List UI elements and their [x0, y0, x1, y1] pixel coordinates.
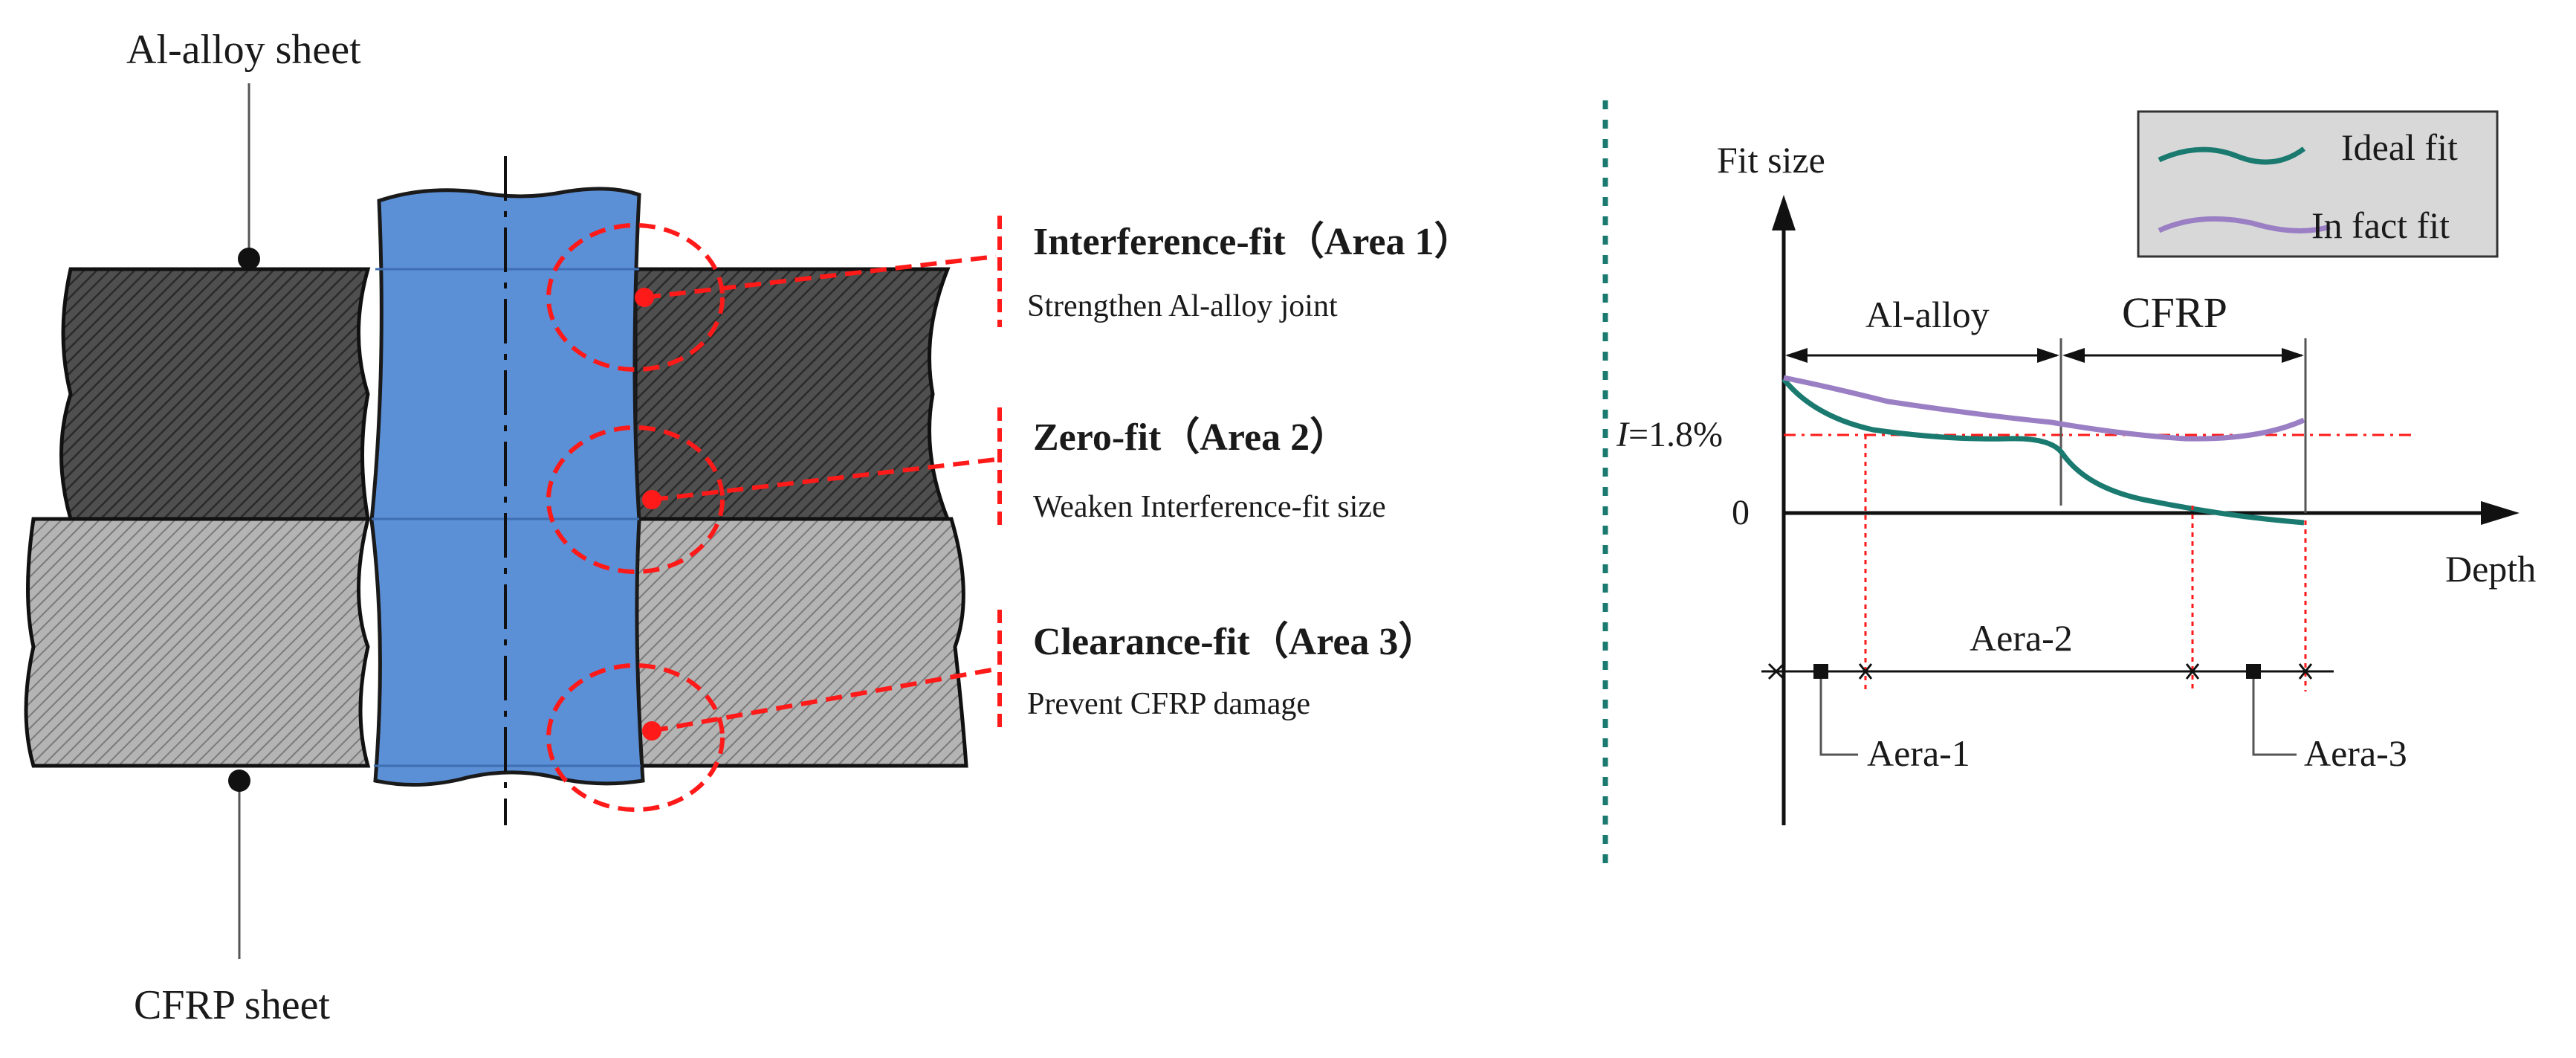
area-1-leader	[644, 254, 997, 300]
legend-actual-swatch	[2158, 216, 2331, 233]
actual-fit-curve	[1783, 375, 2305, 442]
region-al-arrow-left	[1785, 348, 1808, 363]
threshold-label: I=1.8%	[1616, 415, 1723, 454]
cfrp-sheet-label: CFRP sheet	[134, 982, 330, 1028]
chart-y-label: Fit size	[1717, 139, 1825, 181]
region-al-label: Al-alloy	[1865, 294, 1990, 335]
cfrp-sheet-left	[24, 517, 371, 768]
al-alloy-sheet-left	[59, 267, 371, 521]
region-al-arrow-right	[2037, 348, 2059, 363]
area-1-ellipse	[546, 223, 725, 372]
area-1-label: Aera-1	[1867, 732, 1970, 774]
threshold-label-value: =1.8%	[1628, 415, 1723, 454]
area-3-label: Aera-3	[2304, 732, 2407, 774]
threshold-label-italic: I	[1616, 415, 1630, 454]
area-3-desc: Prevent CFRP damage	[1027, 687, 1310, 721]
area-2-dot	[642, 490, 661, 509]
area-3-dot	[642, 721, 661, 741]
chart-x-label: Depth	[2445, 548, 2536, 590]
legend-actual-label: In fact fit	[2311, 204, 2450, 246]
area-dim-ticks	[1767, 662, 2313, 680]
chart-y-axis-arrow	[1772, 195, 1796, 230]
area-1-dot	[635, 288, 654, 307]
legend-ideal-swatch	[2158, 146, 2306, 165]
area-3-title: Clearance-fit（Area 3）	[1033, 620, 1437, 663]
area-1-title: Interference-fit（Area 1）	[1033, 220, 1473, 263]
area-1-marker	[1813, 664, 1828, 679]
area-2-label: Aera-2	[1970, 617, 2073, 659]
area-1-desc: Strengthen Al-alloy joint	[1027, 289, 1338, 323]
area-2-desc: Weaken Interference-fit size	[1033, 490, 1386, 524]
bolt	[369, 187, 645, 787]
region-cfrp-arrow-right	[2282, 348, 2304, 363]
cfrp-sheet-right	[633, 517, 968, 768]
chart-origin-label: 0	[1732, 493, 1750, 532]
area-3-ellipse	[546, 663, 725, 812]
area-2-title: Zero-fit（Area 2）	[1033, 416, 1348, 459]
region-cfrp-arrow-left	[2062, 348, 2085, 363]
area-3-leader	[651, 667, 997, 733]
area-2-ellipse	[546, 425, 725, 574]
legend-box	[2137, 110, 2499, 258]
al-sheet-leader-dot	[238, 248, 260, 270]
region-cfrp-label: CFRP	[2122, 288, 2227, 337]
ideal-fit-curve	[1781, 377, 2305, 526]
cfrp-sheet-leader-dot	[228, 770, 250, 792]
area-3-label-leader	[2252, 679, 2297, 756]
chart-x-axis-arrow	[2481, 501, 2520, 525]
legend-ideal-label: Ideal fit	[2341, 126, 2458, 168]
al-sheet-label: Al-alloy sheet	[126, 27, 361, 73]
area-2-leader	[651, 457, 997, 502]
area-1-label-leader	[1819, 679, 1858, 756]
area-3-marker	[2246, 664, 2261, 679]
